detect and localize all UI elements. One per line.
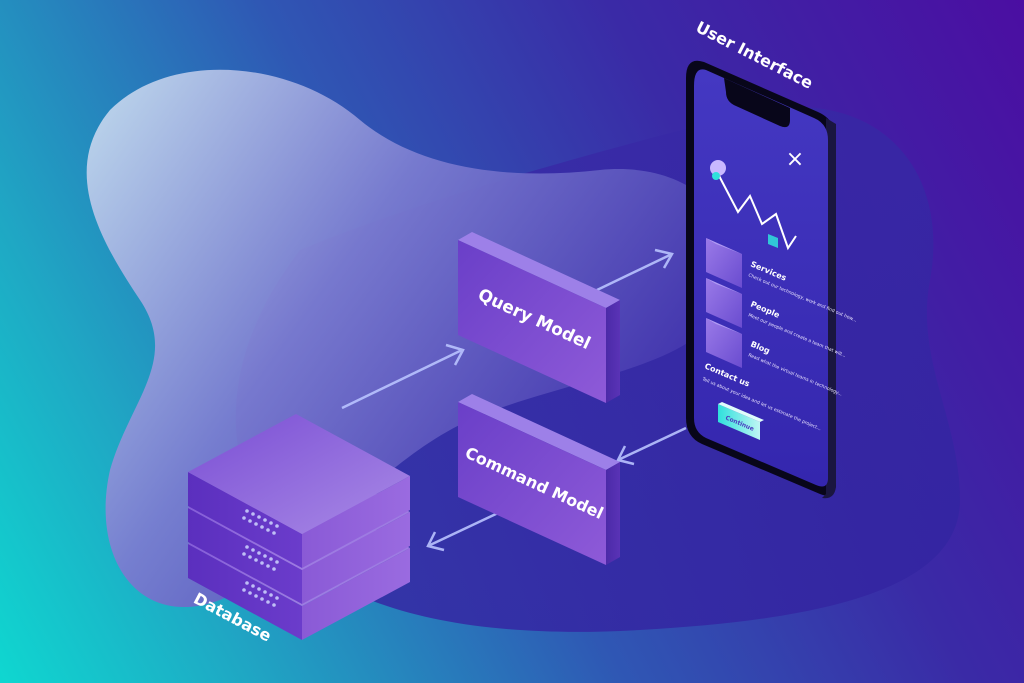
phone-screen — [694, 69, 828, 487]
close-icon[interactable]: × — [786, 147, 804, 172]
database-server-top — [188, 414, 410, 568]
phone-edge — [822, 118, 836, 499]
phone-notch — [724, 78, 790, 128]
arrow-query-to-ui — [596, 248, 674, 292]
arrow-ui-to-command — [616, 426, 687, 466]
arrow-db-to-query — [341, 343, 465, 410]
phone-mockup: User Interface × Services Check out our … — [686, 17, 858, 499]
query-model-block: Query Model — [458, 232, 620, 403]
database-stack: Database — [188, 414, 410, 646]
arrow-command-to-db — [426, 511, 499, 552]
command-model-block: Command Model — [458, 394, 620, 565]
trend-chart-graphic — [710, 160, 797, 251]
